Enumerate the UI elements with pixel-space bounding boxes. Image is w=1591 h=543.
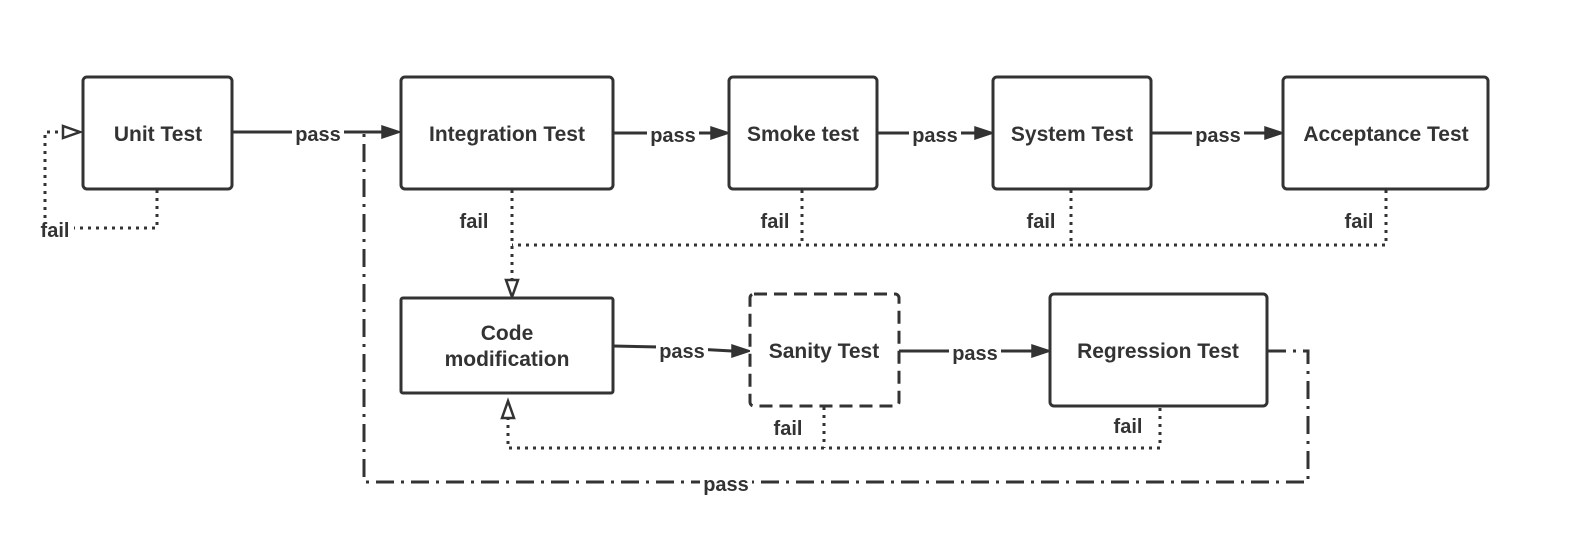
node-smoke-test <box>727 75 879 191</box>
label-fail-smoke: fail <box>761 211 790 233</box>
label-bg-pass-integration <box>647 122 699 146</box>
label-pass-unit-to-integration: pass <box>295 124 341 146</box>
node-unit-test-label: Unit Test <box>114 123 202 146</box>
edge-fail-collector <box>512 190 1388 247</box>
edge-regression-fail <box>506 408 1162 450</box>
label-pass-regression-loop: pass <box>703 474 749 496</box>
node-smoke-test-label: Smoke test <box>747 123 859 146</box>
node-sanity-test <box>748 292 901 408</box>
node-unit-test <box>81 75 234 191</box>
node-system-test-label: System Test <box>1011 123 1133 146</box>
label-fail-unit: fail <box>41 220 70 242</box>
label-bg-pass-system <box>1192 122 1244 146</box>
label-pass-codemod-to-sanity: pass <box>659 341 705 363</box>
label-bg-pass-unit <box>292 121 344 145</box>
label-bg-pass-codemod <box>656 338 708 362</box>
node-acceptance-test-label: Acceptance Test <box>1303 123 1468 146</box>
node-system-test <box>991 75 1153 191</box>
label-pass-system-to-acceptance: pass <box>1195 125 1241 147</box>
arrow-into-acceptance <box>1264 125 1286 141</box>
node-code-modification-label-line1: Code <box>481 322 534 345</box>
arrow-into-unit <box>61 124 84 140</box>
arrow-into-sanity <box>731 343 753 359</box>
node-integration-test <box>399 75 615 191</box>
label-bg-fail-unit <box>36 218 74 240</box>
arrow-into-code-mod-bottom <box>500 397 516 420</box>
node-code-modification <box>399 296 615 395</box>
label-fail-system: fail <box>1027 211 1056 233</box>
label-pass-sanity-to-regression: pass <box>952 343 998 365</box>
label-fail-regression: fail <box>1114 416 1143 438</box>
label-bg-pass-regression <box>700 472 752 496</box>
label-bg-pass-sanity <box>949 340 1001 364</box>
node-regression-test-label: Regression Test <box>1077 340 1239 363</box>
label-fail-sanity: fail <box>774 418 803 440</box>
node-sanity-test-label: Sanity Test <box>769 340 879 363</box>
label-pass-smoke-to-system: pass <box>912 125 958 147</box>
label-fail-acceptance: fail <box>1345 211 1374 233</box>
label-bg-pass-smoke <box>909 122 961 146</box>
edge-unit-fail-loop <box>72 190 159 230</box>
edge-regression-pass-loop <box>362 130 1310 484</box>
arrow-into-code-mod-top <box>504 278 520 301</box>
arrow-into-integration <box>381 124 403 140</box>
label-fail-integration: fail <box>460 211 489 233</box>
node-regression-test <box>1048 292 1269 408</box>
label-pass-integration-to-smoke: pass <box>650 125 696 147</box>
arrow-into-smoke <box>710 125 732 141</box>
node-integration-test-label: Integration Test <box>429 123 585 146</box>
edge-unit-fail-loop-return <box>43 130 62 218</box>
node-acceptance-test <box>1281 75 1490 191</box>
node-code-modification-label-line2: modification <box>445 348 570 371</box>
arrow-into-system <box>974 125 996 141</box>
arrow-into-regression <box>1031 343 1053 359</box>
